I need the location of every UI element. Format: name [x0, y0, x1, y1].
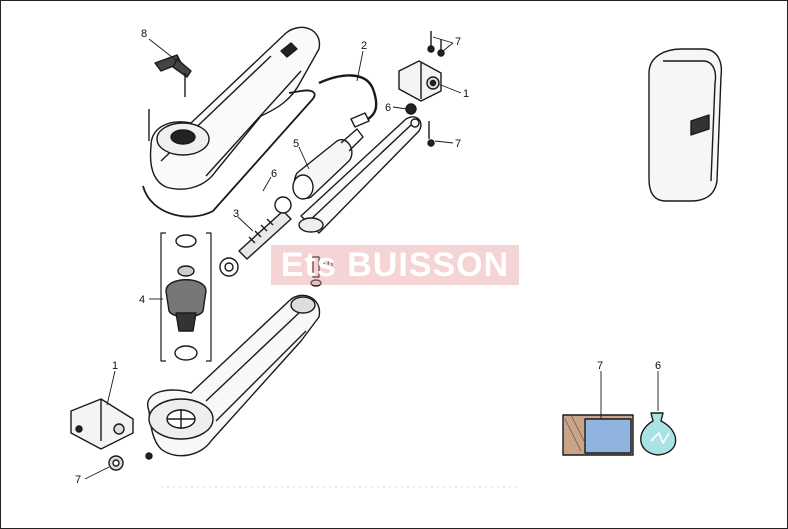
part-label-2: 2 — [361, 40, 367, 52]
gear-assembly — [160, 232, 212, 362]
cover-seal — [142, 89, 316, 218]
bottom-screw — [145, 452, 153, 460]
pin — [310, 256, 322, 287]
release-key — [154, 54, 192, 97]
bottom-nut — [108, 455, 124, 471]
part-label-1-top: 1 — [463, 88, 469, 100]
part-labels: 8 2 7 1 6 7 5 6 3 6 4 1 7 7 6 — [75, 28, 661, 486]
control-box — [648, 48, 723, 202]
top-screws — [427, 31, 445, 147]
part-label-6-pin: 6 — [327, 258, 333, 270]
part-label-6-gasket: 6 — [271, 168, 277, 180]
part-label-4: 4 — [139, 294, 145, 306]
actuator-tube — [298, 116, 422, 234]
part-label-6-bag: 6 — [655, 360, 661, 372]
part-label-7-top: 7 — [455, 36, 461, 48]
part-label-7-kit: 7 — [597, 360, 603, 372]
leader-lines — [84, 36, 659, 480]
cable — [318, 74, 378, 125]
part-label-5: 5 — [293, 138, 299, 150]
part-label-6-top: 6 — [385, 102, 391, 114]
part-label-7-right: 7 — [455, 138, 461, 150]
worm-shaft — [219, 196, 292, 277]
part-label-8: 8 — [141, 28, 147, 40]
top-housing-cover — [149, 26, 321, 190]
part-label-1-bottom: 1 — [112, 360, 118, 372]
part-label-3: 3 — [233, 208, 239, 220]
hardware-kit — [562, 414, 634, 456]
part-label-7-bottom: 7 — [75, 474, 81, 486]
grease-bag — [640, 412, 677, 456]
lower-housing — [146, 294, 321, 457]
top-nut — [405, 103, 420, 128]
rear-bracket — [398, 60, 442, 102]
motor — [292, 128, 364, 200]
front-bracket — [70, 398, 134, 450]
watermark: Ets BUISSON — [271, 245, 519, 285]
